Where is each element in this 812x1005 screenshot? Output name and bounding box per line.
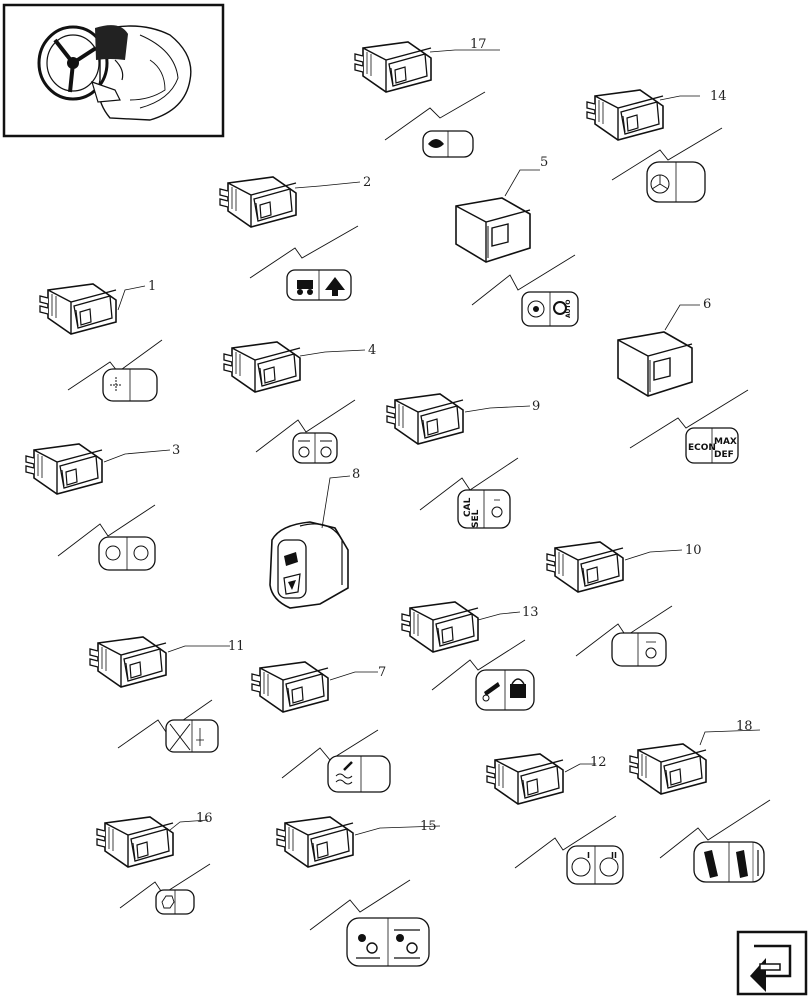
switch-13: 13: [401, 601, 539, 711]
sel-label: SEL: [471, 509, 481, 528]
symbol-7: [327, 755, 391, 793]
switch-17: 17: [354, 37, 500, 158]
callout-7: 7: [378, 665, 386, 680]
callout-11: 11: [228, 639, 245, 654]
symbol-9: CAL SEL: [457, 489, 511, 529]
symbol-6: ECON MAX DEF: [685, 427, 739, 464]
callout-13: 13: [522, 605, 539, 620]
symbol-2: [286, 269, 352, 301]
locator-inset: [2, 3, 225, 138]
symbol-12: I II: [566, 845, 624, 885]
callout-5: 5: [540, 155, 548, 170]
switch-16: 16: [96, 811, 213, 915]
callout-10: 10: [685, 543, 702, 558]
symbol-13: [475, 669, 535, 711]
callout-15: 15: [420, 819, 437, 834]
symbol-1: [102, 368, 158, 402]
switch-1: 1: [39, 279, 163, 402]
roman-two-label: II: [611, 851, 617, 860]
callout-14: 14: [710, 89, 727, 104]
symbol-3: [98, 536, 156, 571]
switch-7: 7: [251, 661, 391, 793]
switch-15: 15: [276, 816, 441, 967]
symbol-4: [292, 432, 338, 464]
max-label: MAX: [714, 437, 737, 447]
switch-9: 9 CAL SEL: [386, 393, 540, 529]
switch-8: 8: [269, 467, 360, 609]
switch-12: 12 I II: [486, 753, 624, 885]
switch-5: 5 AUTO: [455, 155, 579, 327]
roman-one-label: I: [587, 851, 590, 860]
symbol-10: [611, 632, 667, 667]
callout-6: 6: [703, 297, 711, 312]
switch-2: 2: [219, 175, 371, 301]
switch-18: 18: [629, 719, 771, 883]
switch-14: 14: [586, 89, 727, 203]
econ-label: ECON: [688, 443, 716, 453]
tractor-cab-steering-wheel-icon: [37, 25, 192, 121]
callout-17: 17: [470, 37, 487, 52]
callout-16: 16: [196, 811, 213, 826]
callout-4: 4: [368, 343, 376, 358]
switch-4: 4: [223, 341, 376, 464]
callout-3: 3: [172, 443, 180, 458]
callout-12: 12: [590, 755, 607, 770]
switch-10: 10: [546, 541, 702, 667]
symbol-14: [646, 161, 706, 203]
def-label: DEF: [714, 450, 734, 460]
switch-3: 3: [25, 443, 180, 571]
previous-page-arrow-icon[interactable]: [736, 930, 808, 996]
symbol-15: [346, 917, 430, 967]
symbol-16: [155, 889, 195, 915]
symbol-11: [165, 719, 219, 753]
symbol-5: AUTO: [521, 291, 579, 327]
auto-label: AUTO: [565, 299, 572, 318]
callout-1: 1: [148, 279, 156, 294]
switch-11: 11: [89, 636, 245, 753]
callout-8: 8: [352, 467, 360, 482]
callout-2: 2: [363, 175, 371, 190]
callout-9: 9: [532, 399, 540, 414]
callout-18: 18: [736, 719, 753, 734]
symbol-17: [422, 130, 474, 158]
cal-label: CAL: [463, 497, 473, 517]
switch-6: 6 ECON MAX DEF: [617, 297, 749, 464]
symbol-18: [693, 841, 765, 883]
